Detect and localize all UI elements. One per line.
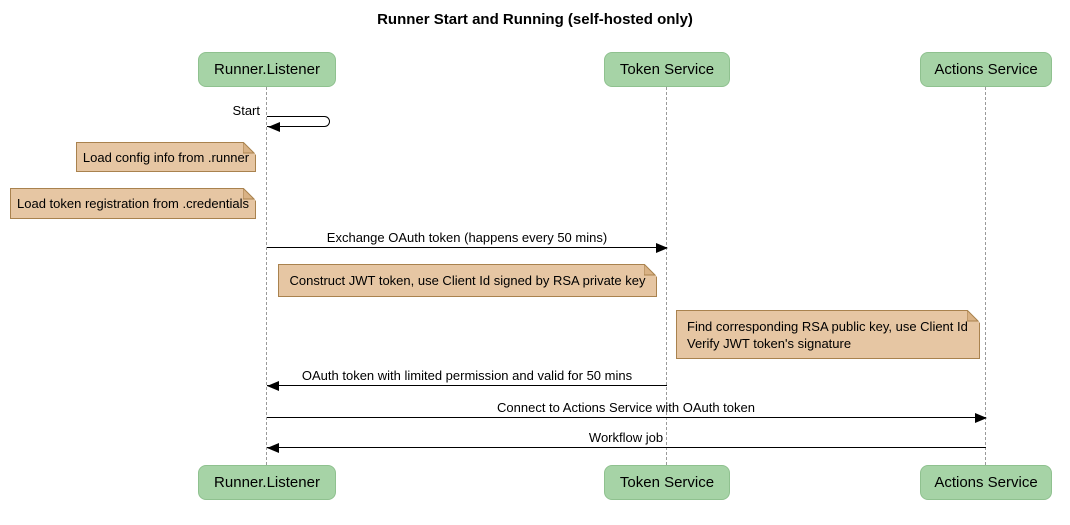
note-text: Load token registration from .credential… bbox=[17, 196, 249, 211]
note-verify-jwt: Find corresponding RSA public key, use C… bbox=[676, 310, 980, 359]
participant-top-actions-service: Actions Service bbox=[920, 52, 1052, 87]
arrowhead-icon bbox=[975, 413, 987, 423]
lifeline-runner-listener bbox=[266, 87, 267, 465]
note-text: Find corresponding RSA public key, use C… bbox=[687, 318, 968, 351]
lifeline-actions-service bbox=[985, 87, 986, 465]
message-line bbox=[267, 417, 986, 418]
message-label-connect-actions: Connect to Actions Service with OAuth to… bbox=[497, 400, 755, 415]
note-fold-icon bbox=[644, 264, 657, 277]
self-message-loop bbox=[267, 116, 330, 127]
arrowhead-icon bbox=[268, 122, 280, 132]
message-label-oauth-token-return: OAuth token with limited permission and … bbox=[301, 368, 633, 383]
note-text: Load config info from .runner bbox=[82, 149, 250, 165]
participant-top-token-service: Token Service bbox=[604, 52, 730, 87]
note-fold-icon bbox=[243, 188, 256, 201]
lifeline-token-service bbox=[666, 87, 667, 465]
message-label-workflow-job: Workflow job bbox=[588, 430, 664, 445]
note-construct-jwt: Construct JWT token, use Client Id signe… bbox=[278, 264, 657, 297]
note-load-config: Load config info from .runner bbox=[76, 142, 256, 172]
note-fold-icon bbox=[243, 142, 256, 155]
note-text: Construct JWT token, use Client Id signe… bbox=[289, 273, 646, 288]
note-load-token-registration: Load token registration from .credential… bbox=[10, 188, 256, 219]
diagram-title: Runner Start and Running (self-hosted on… bbox=[377, 11, 693, 28]
note-fold-icon bbox=[967, 310, 980, 323]
message-label-start: Start bbox=[232, 103, 260, 118]
arrowhead-icon bbox=[267, 381, 279, 391]
message-line bbox=[267, 385, 667, 386]
participant-bottom-token-service: Token Service bbox=[604, 465, 730, 500]
participant-bottom-runner-listener: Runner.Listener bbox=[198, 465, 336, 500]
participant-top-runner-listener: Runner.Listener bbox=[198, 52, 336, 87]
participant-bottom-actions-service: Actions Service bbox=[920, 465, 1052, 500]
message-line bbox=[267, 247, 667, 248]
message-line bbox=[267, 447, 986, 448]
arrowhead-icon bbox=[656, 243, 668, 253]
arrowhead-icon bbox=[267, 443, 279, 453]
message-label-exchange-oauth: Exchange OAuth token (happens every 50 m… bbox=[326, 230, 608, 245]
